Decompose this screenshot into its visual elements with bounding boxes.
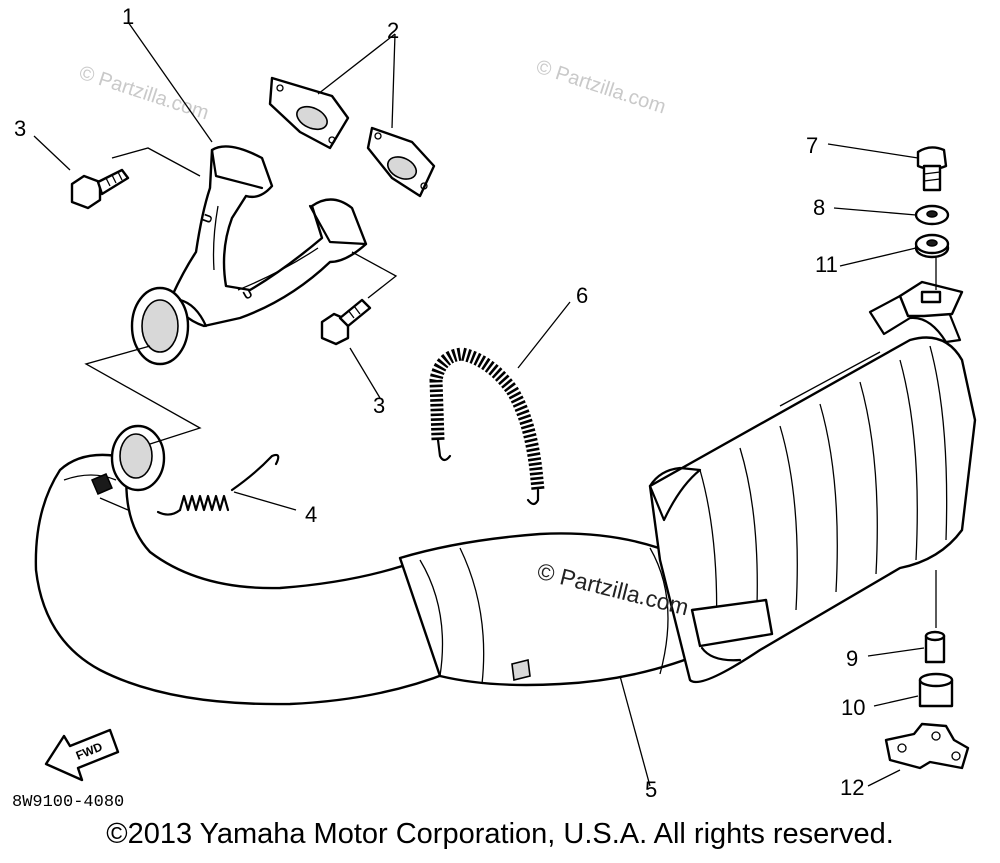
callout-7: 7 <box>806 133 818 158</box>
part-muffler-assembly[interactable] <box>34 280 977 706</box>
callout-4: 4 <box>305 502 317 527</box>
callout-8: 8 <box>813 195 825 220</box>
callout-10: 10 <box>841 695 865 720</box>
part-gasket-upper[interactable] <box>268 76 350 150</box>
callout-3-lower: 3 <box>373 393 385 418</box>
callout-numbers: 1 2 3 3 4 5 6 7 8 9 10 11 12 <box>14 4 865 802</box>
part-spring-long[interactable] <box>429 347 545 506</box>
fwd-arrow: FWD <box>44 728 120 782</box>
callout-3-upper: 3 <box>14 116 26 141</box>
watermark-top-center: © Partzilla.com <box>533 56 668 119</box>
part-washer-11[interactable] <box>914 233 950 259</box>
part-bolt-upper[interactable] <box>70 168 130 210</box>
part-bracket-12[interactable] <box>884 722 970 770</box>
diagram-code: 8W9100-4080 <box>12 793 124 812</box>
callout-2: 2 <box>387 18 399 43</box>
copyright-footer: ©2013 Yamaha Motor Corporation, U.S.A. A… <box>106 818 894 850</box>
part-exhaust-manifold[interactable]: U U <box>130 145 368 366</box>
leader-lines <box>33 21 937 787</box>
part-gasket-lower[interactable] <box>366 126 436 198</box>
watermark-top-left: © Partzilla.com <box>76 62 211 125</box>
callout-12: 12 <box>840 775 864 800</box>
callout-11: 11 <box>815 252 838 277</box>
part-damper-10[interactable] <box>918 672 954 708</box>
part-spring-small[interactable] <box>156 453 280 516</box>
callout-5: 5 <box>645 777 657 802</box>
callout-9: 9 <box>846 646 858 671</box>
callout-6: 6 <box>576 283 588 308</box>
part-bolt-lower[interactable] <box>320 298 372 346</box>
part-collar-9[interactable] <box>924 630 946 664</box>
part-washer-8[interactable] <box>914 204 950 226</box>
part-bolt-7[interactable] <box>916 146 948 192</box>
callout-1: 1 <box>122 4 134 29</box>
